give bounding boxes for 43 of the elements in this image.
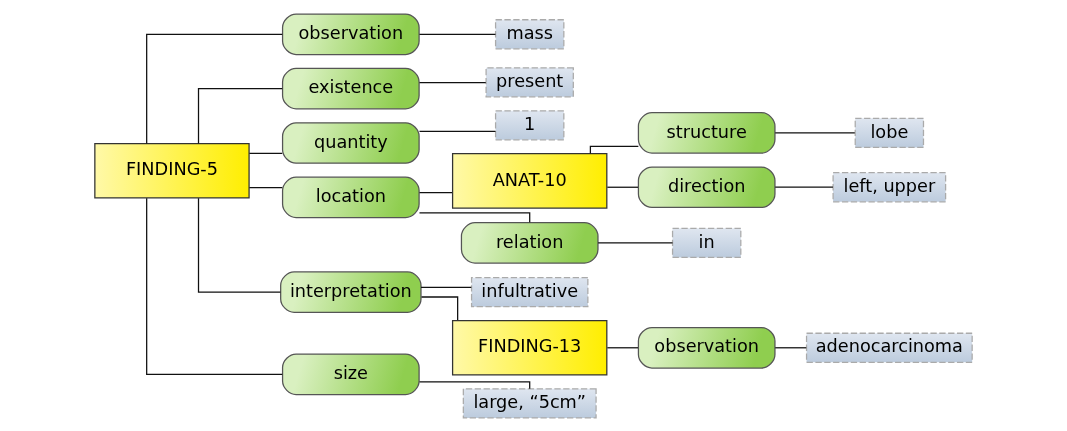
node-box: observation — [281, 12, 420, 55]
connector — [418, 191, 453, 193]
connector — [418, 33, 497, 35]
connector — [774, 131, 856, 133]
connector — [418, 380, 531, 389]
node-box: quantity — [281, 121, 420, 164]
node-box: direction — [637, 165, 776, 208]
node-box: FINDING-5 — [94, 142, 250, 199]
connector — [606, 186, 639, 188]
connector — [774, 186, 834, 188]
connector — [418, 211, 531, 223]
connector — [197, 87, 283, 144]
node-box: structure — [637, 111, 776, 154]
node-box: adenocarcinoma — [805, 332, 973, 363]
node-box: size — [281, 353, 420, 395]
node-box: in — [671, 227, 742, 258]
node-box: 1 — [494, 109, 565, 140]
connector — [597, 241, 674, 243]
node-box: large, “5cm” — [462, 387, 597, 419]
node-box: interpretation — [280, 270, 422, 313]
connector — [606, 346, 639, 348]
connector — [248, 186, 283, 188]
node-box: relation — [460, 221, 599, 264]
connector — [420, 295, 459, 321]
connector — [146, 197, 283, 375]
node-box: observation — [637, 326, 776, 369]
node-box: present — [485, 66, 574, 97]
connector — [418, 130, 497, 132]
connector — [146, 33, 283, 144]
node-box: location — [281, 176, 420, 218]
node-box: infultrative — [470, 276, 589, 307]
connector — [418, 81, 487, 83]
node-box: lobe — [854, 117, 925, 148]
connector — [420, 286, 472, 288]
node-box: FINDING-13 — [451, 319, 608, 376]
node-box: left, upper — [832, 171, 947, 202]
connector — [197, 197, 282, 293]
node-box: ANAT-10 — [451, 152, 608, 209]
connector — [774, 346, 807, 348]
connector — [248, 152, 283, 154]
connector — [589, 145, 639, 154]
node-box: mass — [494, 18, 565, 49]
node-box: existence — [281, 67, 420, 109]
